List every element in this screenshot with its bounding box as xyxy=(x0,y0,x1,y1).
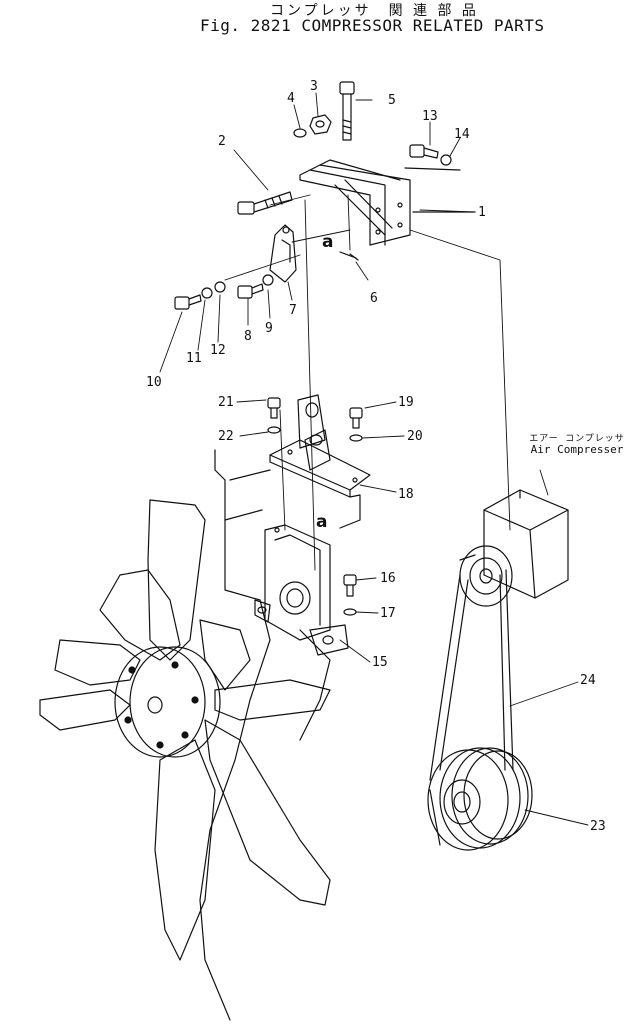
callout-17: 17 xyxy=(380,606,396,621)
air-compressor-label-jp: エアー コンプレッサ xyxy=(529,434,625,444)
callout-21: 21 xyxy=(218,395,234,410)
part-17-washer xyxy=(344,609,356,615)
ref-mark-a-bottom: a xyxy=(316,512,328,532)
callout-1: 1 xyxy=(478,205,486,220)
callout-9: 9 xyxy=(265,321,273,336)
part-14-washer xyxy=(441,155,451,165)
callout-15: 15 xyxy=(372,655,388,670)
part-6-pin xyxy=(340,252,358,260)
part-23-pulley xyxy=(428,748,532,850)
part-9-washer xyxy=(263,275,273,285)
callout-2: 2 xyxy=(218,134,226,149)
callout-leaders xyxy=(160,93,588,825)
title-japanese: コンプレッサ 関 連 部 品 xyxy=(270,3,479,19)
part-12-washer xyxy=(215,282,225,292)
callout-18: 18 xyxy=(398,487,414,502)
callout-7: 7 xyxy=(289,303,297,318)
air-compressor-label-en: Air Compresser xyxy=(530,443,624,457)
part-8-bolt xyxy=(238,284,263,298)
air-compressor-label: エアー コンプレッサ Air Compresser xyxy=(522,434,632,457)
callout-11: 11 xyxy=(186,351,202,366)
assembly-lines xyxy=(225,195,510,570)
callout-13: 13 xyxy=(422,109,438,124)
air-compressor xyxy=(460,490,568,606)
ref-mark-a-top: a xyxy=(322,232,334,252)
part-5-bolt xyxy=(340,82,354,140)
callout-6: 6 xyxy=(370,291,378,306)
part-16-bolt xyxy=(344,575,356,596)
callout-19: 19 xyxy=(398,395,414,410)
callout-3: 3 xyxy=(310,79,318,94)
callout-12: 12 xyxy=(210,343,226,358)
part-15-idler-bracket xyxy=(255,525,348,655)
part-24-belt xyxy=(430,570,513,780)
part-10-bolt xyxy=(175,295,201,309)
callout-24: 24 xyxy=(580,673,596,688)
part-22-washer xyxy=(268,427,280,433)
part-11-washer xyxy=(202,288,212,298)
part-4-washer xyxy=(294,129,306,137)
callout-5: 5 xyxy=(388,93,396,108)
part-21-bolt xyxy=(268,398,280,418)
callout-22: 22 xyxy=(218,429,234,444)
callout-4: 4 xyxy=(287,91,295,106)
callout-16: 16 xyxy=(380,571,396,586)
cooling-fan xyxy=(40,500,330,960)
callout-14: 14 xyxy=(454,127,470,142)
figure-title: Fig. 2821 COMPRESSOR RELATED PARTS xyxy=(200,16,545,35)
callout-23: 23 xyxy=(590,819,606,834)
callout-10: 10 xyxy=(146,375,162,390)
part-7-adjust-plate xyxy=(270,225,296,282)
callout-20: 20 xyxy=(407,429,423,444)
part-19-bolt xyxy=(350,408,362,428)
callout-8: 8 xyxy=(244,329,252,344)
part-20-washer xyxy=(350,435,362,441)
part-3-nut xyxy=(310,115,331,134)
part-2-bolt xyxy=(238,192,292,214)
part-18-support xyxy=(270,395,370,528)
part-13-bolt xyxy=(410,145,438,158)
